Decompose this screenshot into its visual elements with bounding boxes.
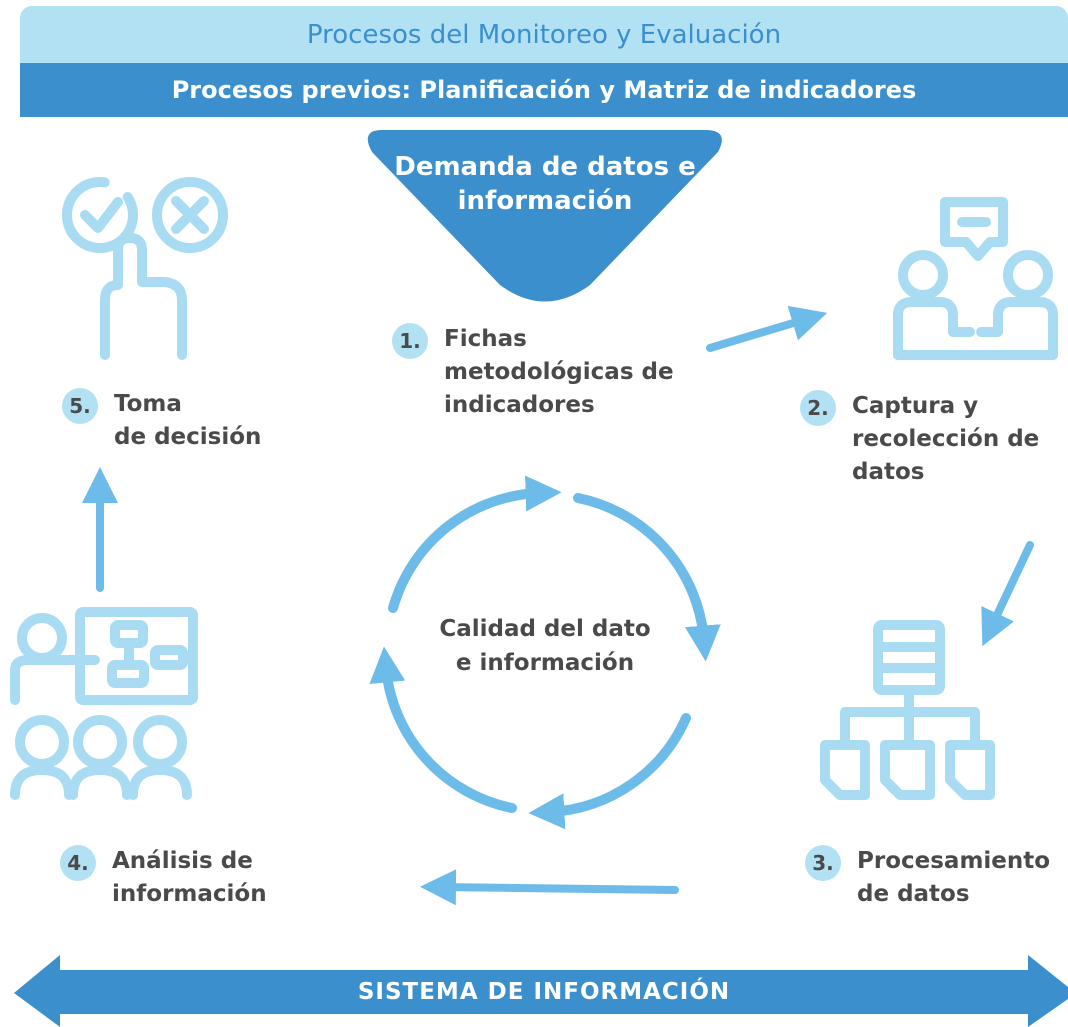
step-1-line-2: metodológicas de <box>444 359 674 385</box>
step-4: 4. Análisis de información <box>60 845 360 911</box>
cycle-arrow-top-left <box>388 475 562 613</box>
step-2-number: 2. <box>800 390 836 426</box>
step-3-number: 3. <box>805 845 841 881</box>
header-subtitle: Procesos previos: Planificación y Matriz… <box>20 63 1068 117</box>
cycle-center-label: Calidad del dato e información <box>405 612 685 680</box>
system-label: SISTEMA DE INFORMACIÓN <box>357 979 731 1005</box>
arrow-step2-to-step3 <box>981 541 1034 647</box>
step-1: 1. Fichas metodológicas de indicadores <box>392 323 712 422</box>
step-2-line-2: recolección de <box>852 426 1040 452</box>
cycle-arrow-top-right <box>573 493 721 662</box>
step-2-line-1: Captura y <box>852 393 979 419</box>
hierarchy-documents-icon <box>820 620 995 800</box>
step-2: 2. Captura y recolección de datos <box>800 390 1068 489</box>
step-1-line-1: Fichas <box>444 326 527 352</box>
demand-funnel-shape <box>367 130 722 302</box>
step-3-line-1: Procesamiento <box>857 848 1051 874</box>
cycle-arrow-bottom-left <box>369 646 517 813</box>
step-5: 5. Toma de decisión <box>62 388 342 454</box>
step-4-number: 4. <box>60 845 96 881</box>
step-1-number: 1. <box>392 323 428 359</box>
step-5-line-1: Toma <box>114 391 182 417</box>
step-5-line-2: de decisión <box>114 424 262 450</box>
cycle-center-line-1: Calidad del dato <box>439 616 651 642</box>
step-1-line-3: indicadores <box>444 392 595 418</box>
step-3-line-2: de datos <box>857 881 970 907</box>
meeting-people-icon <box>893 197 1058 360</box>
step-4-line-2: información <box>112 881 267 907</box>
demand-line-2: información <box>457 186 633 216</box>
demand-line-1: Demanda de datos e <box>394 152 696 182</box>
step-2-line-3: datos <box>852 459 925 485</box>
cycle-arrow-bottom-right <box>528 713 691 830</box>
decision-hand-icon <box>62 177 228 360</box>
presentation-audience-icon <box>10 607 198 800</box>
header-title: Procesos del Monitoreo y Evaluación <box>20 6 1068 64</box>
step-3: 3. Procesamiento de datos <box>805 845 1068 911</box>
cycle-center-line-2: e información <box>455 650 635 676</box>
arrow-step3-to-step4 <box>420 869 679 906</box>
step-5-number: 5. <box>62 388 98 424</box>
arrow-step1-to-step2 <box>706 305 828 352</box>
step-4-line-1: Análisis de <box>112 848 253 874</box>
system-arrow-shape <box>14 955 1068 1027</box>
demand-label: Demanda de datos e información <box>380 150 710 218</box>
